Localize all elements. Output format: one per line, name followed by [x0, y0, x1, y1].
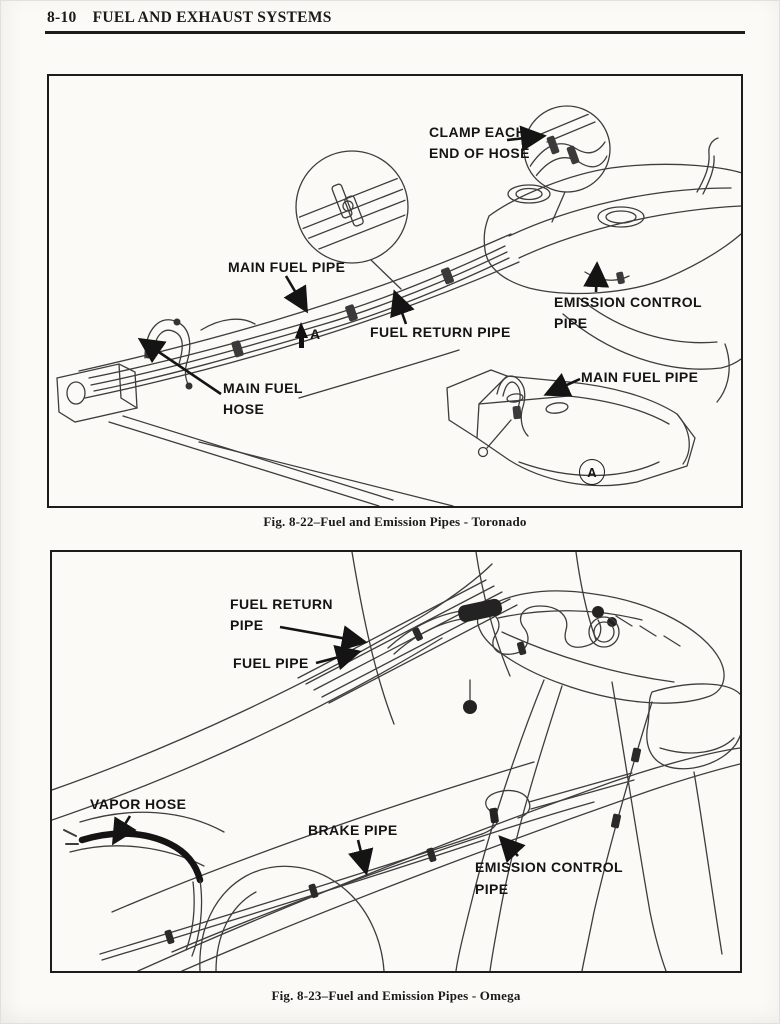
label-vapor-hose: VAPOR HOSE	[90, 796, 187, 812]
label-main-fuel-hose: MAIN FUEL	[223, 380, 303, 396]
callout-arrows	[137, 125, 610, 397]
label-fuel-return-pipe: FUEL RETURN PIPE	[370, 324, 511, 340]
header-rule	[45, 31, 745, 34]
label-fuel-return: FUEL RETURN	[230, 596, 333, 612]
omega-underbody-art	[52, 552, 740, 971]
page-header: 8-10 FUEL AND EXHAUST SYSTEMS	[47, 9, 332, 27]
figure-8-23-caption: Fig. 8-23–Fuel and Emission Pipes - Omeg…	[271, 988, 521, 1003]
view-a-marker-icon	[295, 322, 308, 348]
detail-a-letter: A	[587, 464, 597, 480]
figure-8-22-frame: CLAMP EACH END OF HOSE MAIN FUEL PIPE FU…	[47, 74, 743, 508]
label-main-fuel-pipe: MAIN FUEL PIPE	[228, 259, 346, 275]
view-a-marker-letter: A	[310, 326, 321, 342]
fig-8-23-line-art	[52, 552, 740, 971]
label-main-fuel-hose-2: HOSE	[223, 401, 265, 417]
detail-a-circle: A	[579, 459, 605, 485]
figure-8-22-caption: Fig. 8-22–Fuel and Emission Pipes - Toro…	[263, 514, 527, 529]
fig-8-22-line-art	[56, 105, 741, 506]
label-fuel-return-pipe: PIPE	[230, 617, 264, 633]
section-title: FUEL AND EXHAUST SYSTEMS	[92, 9, 332, 26]
figure-8-23-frame: FUEL RETURN PIPE FUEL PIPE VAPOR HOSE BR…	[50, 550, 742, 973]
label-emission-pipe: PIPE	[554, 315, 588, 331]
label-emission-control: EMISSION CONTROL	[554, 294, 702, 310]
label-emission-pipe: PIPE	[475, 881, 509, 897]
label-clamp-each: CLAMP EACH	[429, 124, 527, 140]
label-brake-pipe: BRAKE PIPE	[308, 822, 398, 838]
label-emission-control: EMISSION CONTROL	[475, 859, 623, 875]
page-number: 8-10	[47, 9, 77, 26]
callout-arrows	[111, 625, 526, 876]
label-inset-main-fuel-pipe: MAIN FUEL PIPE	[581, 369, 699, 385]
label-fuel-pipe: FUEL PIPE	[233, 655, 309, 671]
label-end-of-hose: END OF HOSE	[429, 145, 530, 161]
